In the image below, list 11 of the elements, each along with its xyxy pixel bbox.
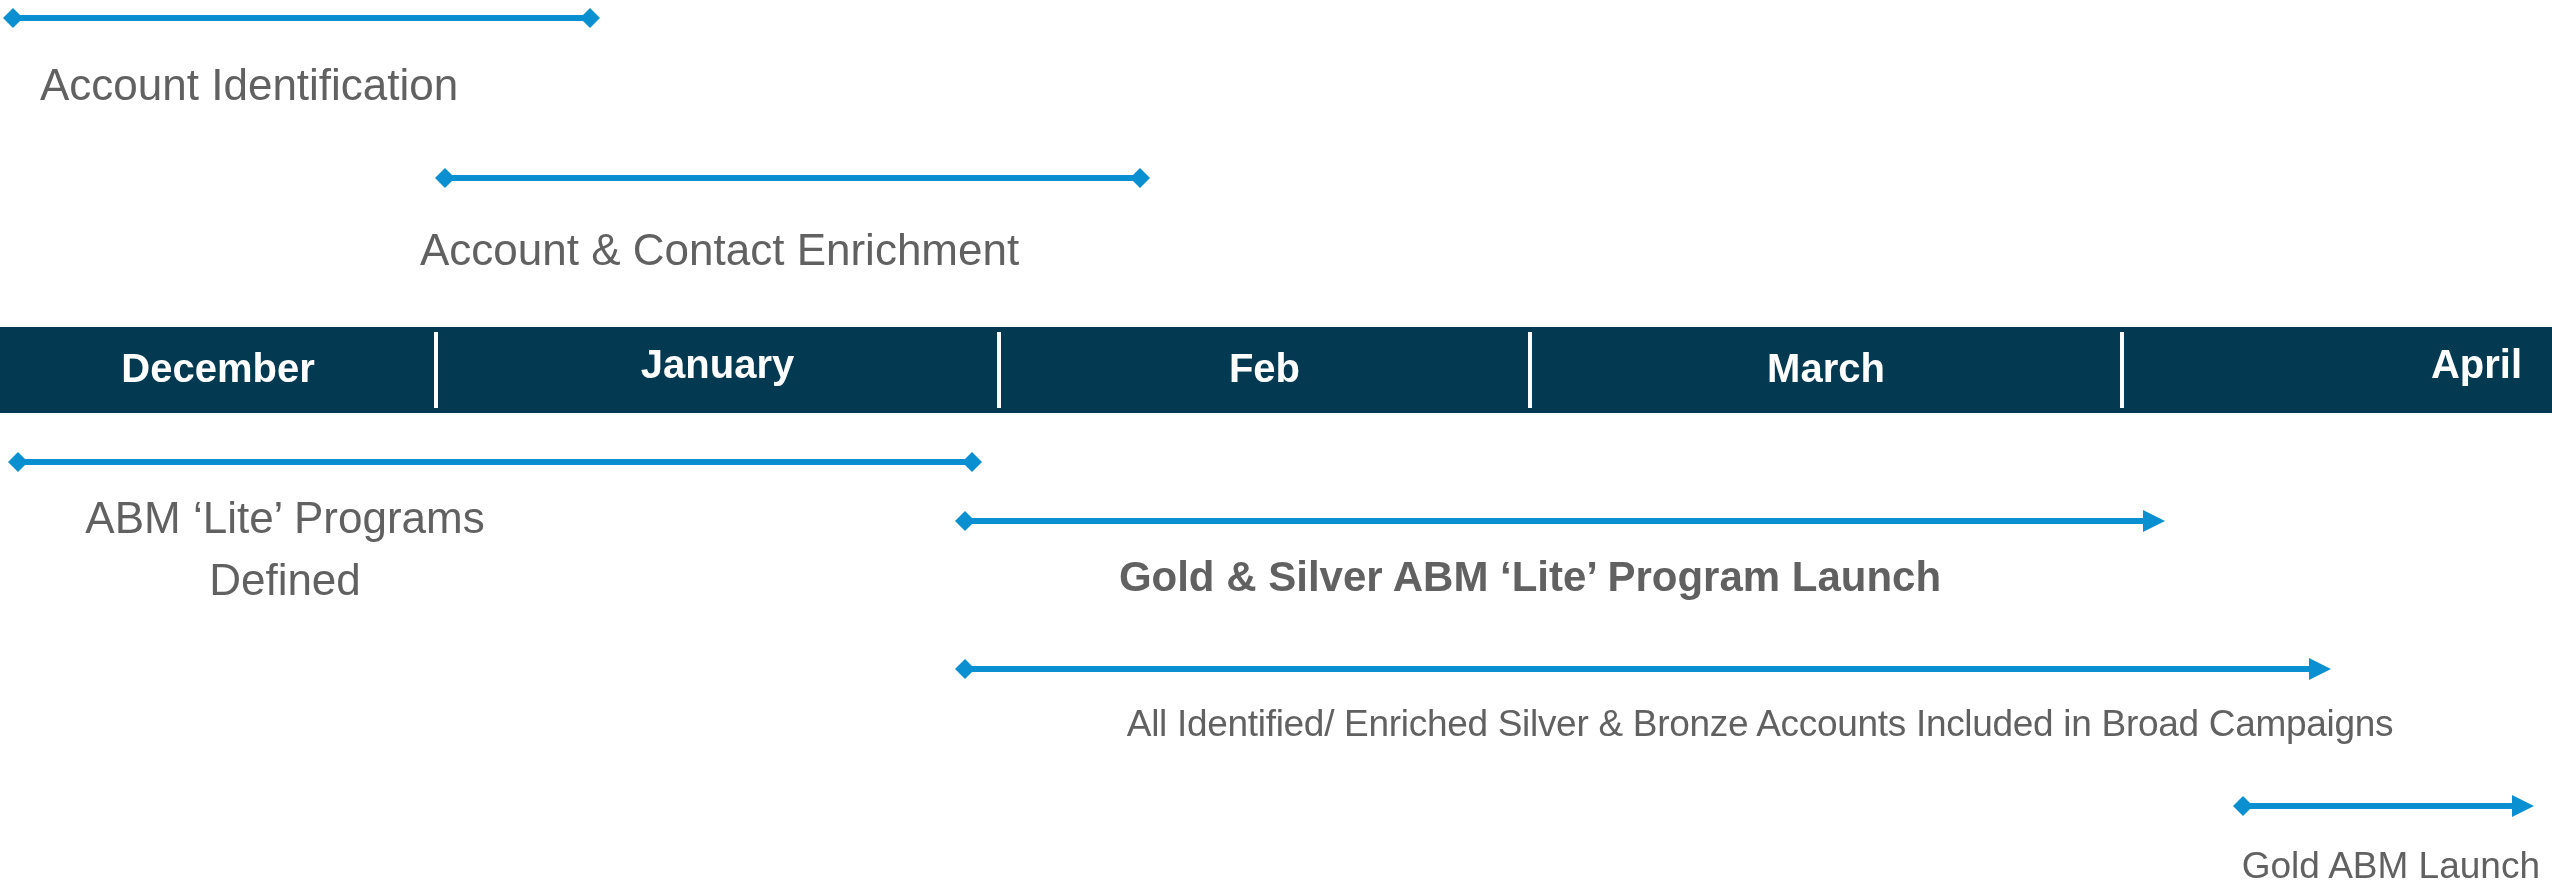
month-label: Feb	[1227, 345, 1302, 392]
month-label: January	[639, 341, 796, 388]
task-label: Account & Contact Enrichment	[420, 224, 1021, 276]
task-label: All Identified/ Enriched Silver & Bronze Accounts Included in Broad Campaigns	[1125, 702, 2395, 747]
task-label: Account Identification	[40, 59, 460, 111]
month-label: April	[2429, 341, 2523, 388]
month-label: March	[1766, 345, 1886, 392]
task-label: Gold & Silver ABM ‘Lite’ Program Launch	[1117, 551, 1943, 602]
month-label: December	[120, 345, 316, 392]
task-label: Gold ABM Launch	[2240, 844, 2540, 889]
task-label: ABM ‘Lite’ Programs Defined	[84, 492, 486, 606]
